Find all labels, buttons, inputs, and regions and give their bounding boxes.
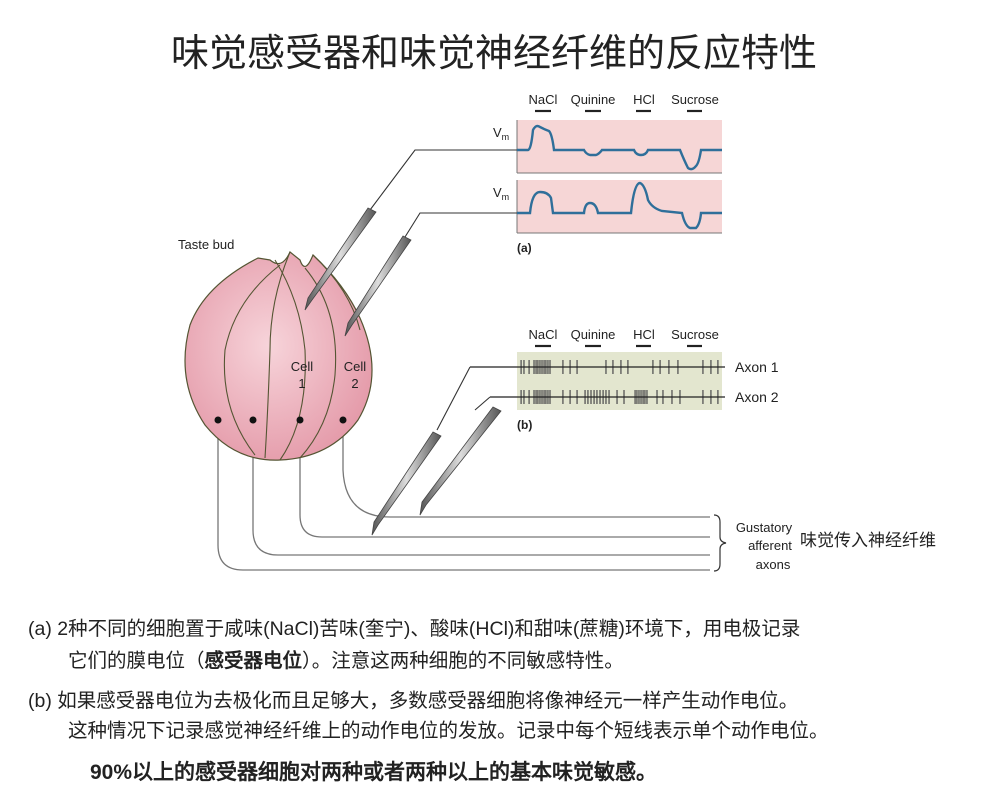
axon-1-label: Axon 1 (735, 359, 779, 375)
stimulus-label: Quinine (571, 327, 616, 342)
taste-bud: Taste bud Cell 1 Cell 2 (178, 237, 373, 461)
cell-2-number: 2 (351, 376, 358, 391)
cell-2-label: Cell (344, 359, 367, 374)
spike-train-background (517, 352, 722, 410)
stimulus-label: NaCl (529, 92, 558, 107)
taste-response-diagram: Vm Vm NaCl Quinine HCl Sucrose (a) Axon … (178, 92, 936, 572)
afferent-axons (217, 420, 710, 571)
stimulus-labels-a: NaCl Quinine HCl Sucrose (529, 92, 719, 113)
stimulus-labels-b: NaCl Quinine HCl Sucrose (529, 327, 719, 348)
afferent-label: afferent (748, 538, 792, 553)
caption-b-line1: (b) 如果感受器电位为去极化而且足够大，多数感受器细胞将像神经元一样产生动作电… (28, 690, 799, 712)
trace-background-cell2 (517, 180, 722, 233)
panel-b: Axon 1 Axon 2 NaCl Quinine HCl Sucrose (… (470, 327, 779, 432)
electrode-cell1 (304, 207, 377, 311)
vm-label-cell1: Vm (493, 125, 509, 142)
cell-1-number: 1 (298, 376, 305, 391)
panel-a: Vm Vm NaCl Quinine HCl Sucrose (a) (493, 92, 722, 255)
page-title: 味觉感受器和味觉神经纤维的反应特性 (170, 31, 817, 75)
axons-label: axons (756, 557, 791, 572)
caption-a-line1: (a) 2种不同的细胞置于咸味(NaCl)苦味(奎宁)、酸味(HCl)和甜味(蔗… (28, 618, 801, 640)
caption-b-line2: 这种情况下记录感觉神经纤维上的动作电位的发放。记录中每个短线表示单个动作电位。 (68, 720, 829, 742)
conclusion: 90%以上的感受器细胞对两种或者两种以上的基本味觉敏感。 (90, 761, 658, 784)
cell-1-label: Cell (291, 359, 314, 374)
stimulus-label: Sucrose (671, 327, 719, 342)
panel-b-label: (b) (517, 418, 532, 432)
taste-bud-body (184, 251, 373, 461)
axon-2-label: Axon 2 (735, 389, 779, 405)
recording-electrodes (304, 207, 502, 536)
caption-text: 它们的膜电位（ (68, 650, 205, 672)
stimulus-label: HCl (633, 92, 655, 107)
electrode-axon2 (419, 406, 502, 516)
caption-a-line2: 它们的膜电位（感受器电位）。注意这两种细胞的不同敏感特性。 (68, 644, 624, 673)
stimulus-label: NaCl (529, 327, 558, 342)
stimulus-label: Sucrose (671, 92, 719, 107)
panel-a-label: (a) (517, 241, 532, 255)
gustatory-chinese-label: 味觉传入神经纤维 (800, 531, 936, 551)
caption-bold-term: 感受器电位 (204, 650, 303, 672)
membrane-potential-trace-cell1 (517, 124, 722, 171)
trace-background-cell1 (517, 120, 722, 173)
stimulus-label: Quinine (571, 92, 616, 107)
membrane-potential-trace-cell2 (517, 181, 722, 230)
electrode-axon1 (371, 431, 442, 536)
electrode-wires (369, 149, 517, 431)
stimulus-label: HCl (633, 327, 655, 342)
gustatory-label: Gustatory (736, 520, 793, 535)
vm-label-cell2: Vm (493, 185, 509, 202)
brace (713, 514, 727, 572)
caption-text: ）。注意这两种细胞的不同敏感特性。 (302, 650, 624, 672)
electrode-cell2 (344, 235, 412, 337)
taste-bud-label: Taste bud (178, 237, 234, 252)
